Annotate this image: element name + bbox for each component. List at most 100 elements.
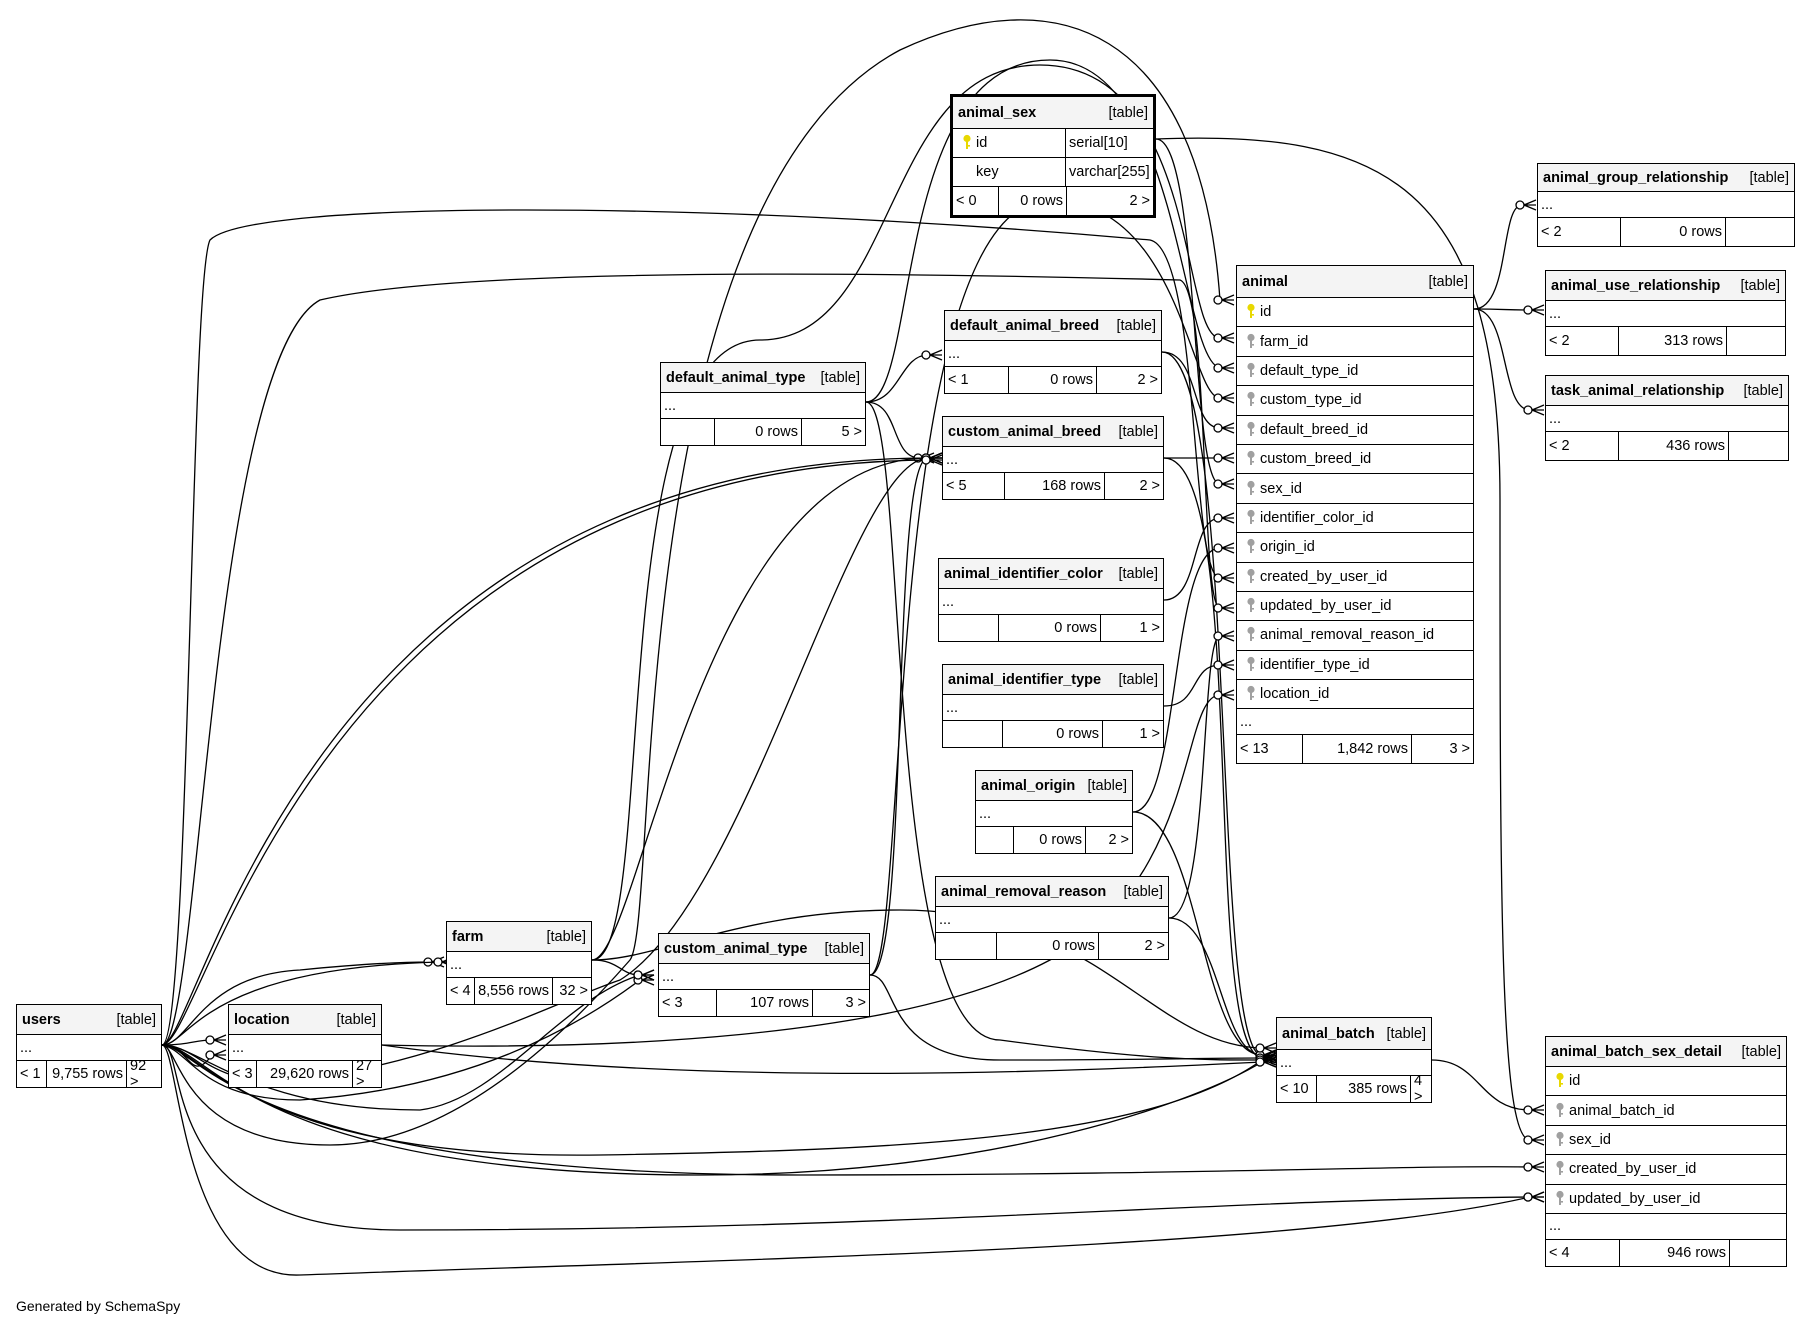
column-row[interactable]: custom_breed_id	[1237, 445, 1473, 475]
parents-count[interactable]: < 5	[943, 473, 1005, 499]
more-columns-ellipsis[interactable]: ...	[945, 341, 1161, 367]
more-columns-ellipsis[interactable]: ...	[661, 393, 865, 419]
more-columns-ellipsis[interactable]: ...	[1546, 301, 1785, 327]
table-name[interactable]: animal_removal_reason	[941, 883, 1107, 900]
column-row[interactable]: id	[1237, 298, 1473, 328]
children-count[interactable]: 2 >	[1129, 193, 1150, 209]
column-row[interactable]: id	[1546, 1067, 1786, 1097]
column-row[interactable]: animal_batch_id	[1546, 1096, 1786, 1126]
more-columns-ellipsis[interactable]: ...	[943, 695, 1163, 721]
table-name[interactable]: custom_animal_breed	[948, 423, 1102, 440]
more-columns-ellipsis[interactable]: ...	[936, 907, 1168, 933]
table-name[interactable]: animal_batch_sex_detail	[1551, 1043, 1722, 1060]
children-count[interactable]	[1730, 1240, 1786, 1266]
table-name[interactable]: animal	[1242, 273, 1288, 290]
children-count[interactable]: 3 >	[845, 995, 866, 1011]
parents-count[interactable]: < 1	[945, 367, 1009, 393]
parents-count[interactable]: < 4	[1546, 1239, 1620, 1266]
children-count[interactable]: 2 >	[1108, 832, 1129, 848]
parents-count[interactable]: < 3	[659, 990, 717, 1016]
more-columns-ellipsis[interactable]: ...	[1546, 406, 1788, 432]
parents-count[interactable]: < 2	[1538, 218, 1621, 246]
children-count[interactable]	[1729, 432, 1788, 460]
table-name[interactable]: animal_identifier_type	[948, 671, 1102, 688]
column-row[interactable]: created_by_user_id	[1237, 563, 1473, 592]
more-columns-ellipsis[interactable]: ...	[1538, 192, 1794, 218]
column-row[interactable]: farm_id	[1237, 327, 1473, 357]
column-row[interactable]: custom_type_id	[1237, 386, 1473, 416]
column-row[interactable]: location_id	[1237, 680, 1473, 710]
more-columns-ellipsis[interactable]: ...	[447, 952, 591, 978]
parents-count[interactable]: < 2	[1546, 432, 1619, 460]
column-row[interactable]: origin_id	[1237, 533, 1473, 563]
table-name[interactable]: users	[22, 1011, 61, 1028]
children-count[interactable]: 32 >	[559, 983, 588, 999]
column-row[interactable]: sex_id	[1237, 474, 1473, 504]
table-name[interactable]: animal_batch	[1282, 1025, 1375, 1042]
parents-count[interactable]: < 10	[1277, 1076, 1317, 1102]
children-count[interactable]: 1 >	[1139, 726, 1160, 742]
children-count[interactable]: 2 >	[1139, 478, 1160, 494]
children-count[interactable]: 27 >	[356, 1058, 373, 1090]
parents-count[interactable]	[661, 419, 715, 445]
more-columns-ellipsis[interactable]: ...	[939, 589, 1163, 615]
table-name[interactable]: animal_origin	[981, 777, 1076, 794]
parents-count[interactable]	[976, 827, 1014, 853]
column-row[interactable]: updated_by_user_id	[1237, 592, 1473, 622]
column-row[interactable]: identifier_type_id	[1237, 651, 1473, 681]
table-name[interactable]: default_animal_type	[666, 369, 806, 386]
more-columns-ellipsis[interactable]: ...	[1546, 1214, 1786, 1240]
column-row[interactable]: default_breed_id	[1237, 416, 1473, 445]
column-row[interactable]: sex_id	[1546, 1126, 1786, 1156]
parents-count[interactable]: < 1	[17, 1061, 47, 1087]
table-name[interactable]: animal_group_relationship	[1543, 169, 1729, 186]
more-columns-ellipsis[interactable]: ...	[1237, 709, 1473, 736]
more-columns-ellipsis[interactable]: ...	[943, 447, 1163, 473]
column-row[interactable]: default_type_id	[1237, 357, 1473, 387]
parents-count[interactable]: < 13	[1237, 735, 1303, 764]
table-name[interactable]: location	[234, 1011, 290, 1028]
more-columns-ellipsis[interactable]: ...	[17, 1035, 161, 1061]
more-columns-ellipsis[interactable]: ...	[229, 1035, 381, 1061]
parents-count[interactable]: < 3	[229, 1061, 257, 1087]
parents-count[interactable]: < 0	[953, 187, 999, 215]
children-count[interactable]: 4 >	[1414, 1073, 1423, 1105]
children-count[interactable]: 2 >	[1144, 938, 1165, 954]
children-count[interactable]: 1 >	[1139, 620, 1160, 636]
table-name[interactable]: animal_identifier_color	[944, 565, 1103, 582]
children-count[interactable]: 2 >	[1137, 372, 1158, 388]
table-name[interactable]: default_animal_breed	[950, 317, 1100, 334]
table-name[interactable]: farm	[452, 928, 484, 945]
more-columns-ellipsis[interactable]: ...	[1277, 1050, 1431, 1076]
more-columns-ellipsis[interactable]: ...	[976, 801, 1132, 827]
column-row[interactable]: identifier_color_id	[1237, 504, 1473, 534]
table-name[interactable]: animal_sex	[958, 104, 1037, 121]
table-name[interactable]: custom_animal_type	[664, 940, 808, 957]
parents-count[interactable]	[943, 721, 1003, 747]
children-count[interactable]: 5 >	[841, 424, 862, 440]
children-count[interactable]: 92 >	[130, 1058, 147, 1090]
table-name[interactable]: animal_use_relationship	[1551, 277, 1721, 294]
children-count[interactable]	[1727, 327, 1785, 355]
column-row[interactable]: animal_removal_reason_id	[1237, 621, 1473, 651]
column-row[interactable]: created_by_user_id	[1546, 1155, 1786, 1185]
